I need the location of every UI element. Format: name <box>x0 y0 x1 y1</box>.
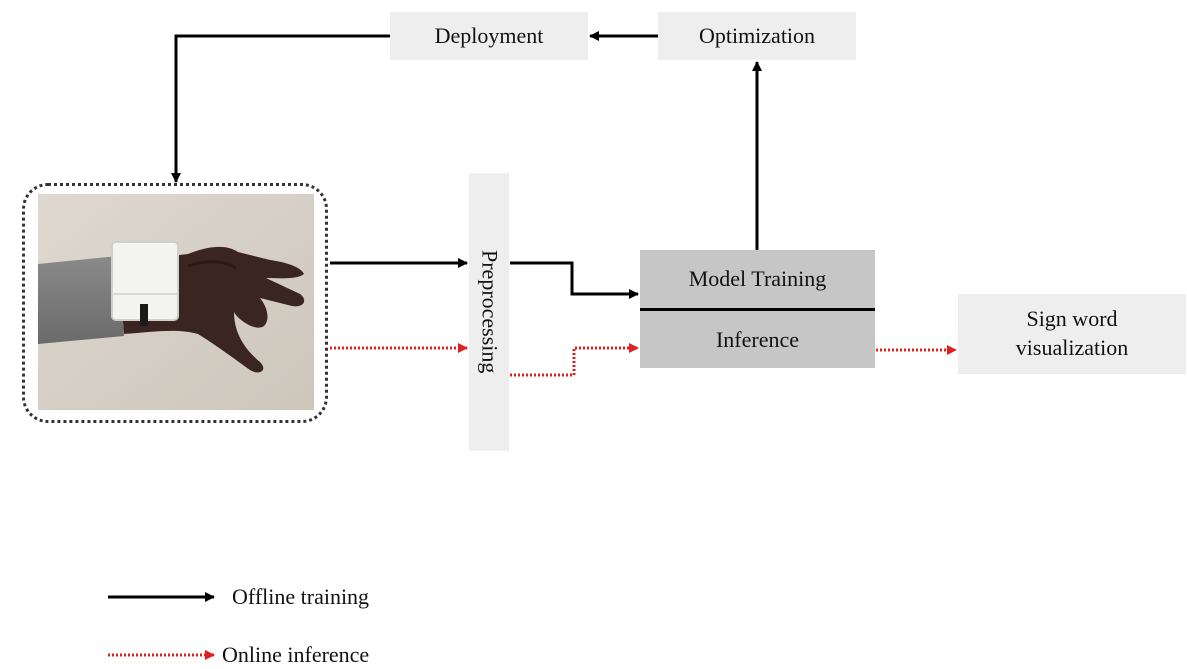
legend-online-label: Online inference <box>222 642 370 667</box>
optimization-box: Optimization <box>658 12 856 60</box>
preprocessing-label: Preprocessing <box>477 250 503 374</box>
sign-word-label-line2: visualization <box>1015 335 1129 360</box>
model-training-label: Model Training <box>688 266 827 291</box>
arrow-deployment-to-device <box>171 34 390 183</box>
optimization-label: Optimization <box>698 22 816 48</box>
preprocessing-box: Preprocessing <box>469 173 509 451</box>
model-divider <box>640 308 875 311</box>
sign-word-visualization-box: Sign word visualization <box>958 294 1186 374</box>
wrist-device-photo <box>38 194 314 410</box>
arrow-preprocessing-to-inference <box>510 343 639 377</box>
arrow-preprocessing-to-training <box>510 261 639 299</box>
deployment-label: Deployment <box>434 22 544 48</box>
device-photo-frame <box>22 183 328 423</box>
inference-label: Inference <box>715 326 800 352</box>
deployment-box: Deployment <box>390 12 588 60</box>
model-block: Model Training Inference <box>640 250 875 368</box>
legend-offline-label: Offline training <box>232 584 370 609</box>
sign-word-label-line1: Sign word <box>1026 306 1118 332</box>
